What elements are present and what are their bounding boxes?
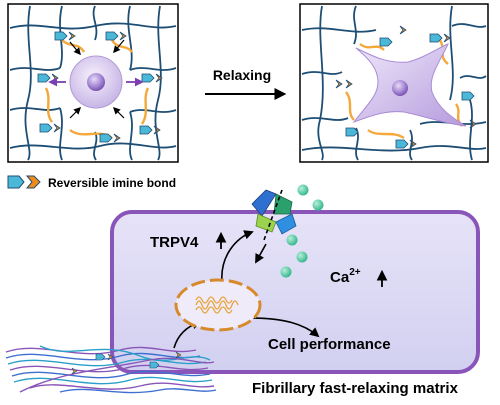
cell-membrane: [110, 210, 480, 374]
legend: Reversible imine bond: [7, 175, 176, 190]
ion-channel-icon: [251, 189, 297, 241]
trpv4-label: TRPV4: [150, 234, 199, 251]
matrix-label: Fibrillary fast-relaxing matrix: [252, 380, 459, 397]
spread-cell: [352, 43, 467, 127]
legend-label: Reversible imine bond: [48, 176, 176, 190]
cell-schematic: TRPV4 Ca2+ Cell performance: [110, 184, 480, 374]
calcium-label: Ca2+: [330, 267, 361, 286]
polymer-network-right: [301, 5, 487, 161]
calcium-ions: [280, 184, 324, 278]
nucleus-icon: [174, 278, 262, 332]
imine-bonds-left: [37, 31, 163, 143]
initial-hydrogel-panel: [7, 3, 179, 163]
imine-bond-icon: [7, 175, 41, 189]
nucleus-icon: [87, 73, 105, 91]
nucleus-icon: [392, 80, 408, 96]
cell-performance-label: Cell performance: [268, 336, 391, 353]
matrix-bond-markers: [71, 351, 182, 375]
imine-bonds-right: [335, 25, 477, 149]
compression-arrows: [69, 39, 125, 119]
relaxing-label: Relaxing: [213, 67, 271, 83]
relaxing-transition: Relaxing: [205, 67, 287, 100]
relaxed-hydrogel-panel: [299, 3, 489, 163]
fibrillary-matrix: [5, 345, 217, 394]
confined-round-cell: [69, 55, 123, 109]
